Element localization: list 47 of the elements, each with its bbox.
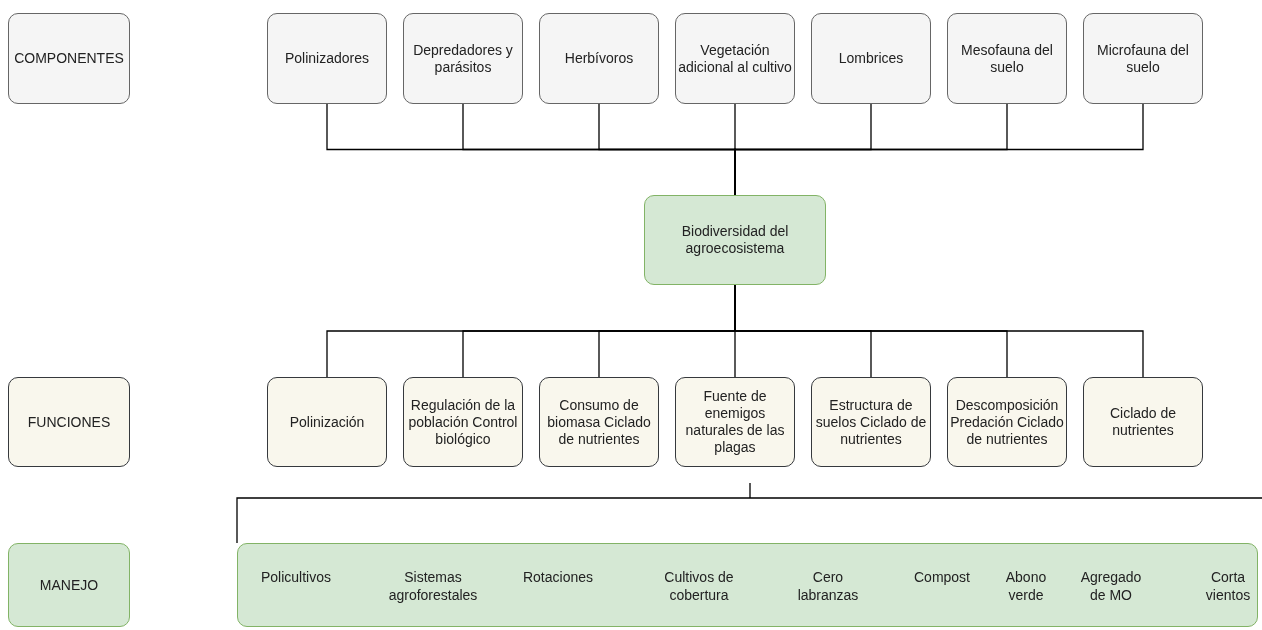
node-label: Microfauna del suelo	[1096, 41, 1190, 76]
node-label: Depredadores y parásitos	[412, 41, 514, 76]
component-box	[947, 13, 1067, 104]
function-box	[675, 377, 795, 467]
practice-label: Cero labranzas	[796, 568, 860, 604]
row-label-box	[8, 543, 130, 627]
node-label: Descomposición Predación Ciclado de nutrientes	[949, 396, 1065, 448]
component-box	[1083, 13, 1203, 104]
practice-label: Rotaciones	[521, 568, 594, 586]
node-label: Polinización	[288, 413, 366, 431]
component-box	[811, 13, 931, 104]
function-box	[539, 377, 659, 467]
node-label: FUNCIONES	[26, 413, 112, 431]
practice-label: Policultivos	[260, 568, 332, 586]
practice-label: Sistemas agroforestales	[387, 568, 479, 604]
node-label: Estructura de suelos Ciclado de nutrientes	[814, 396, 928, 448]
node-label: COMPONENTES	[13, 50, 125, 67]
node-label: MANEJO	[38, 576, 100, 594]
node-label: Ciclado de nutrientes	[1108, 405, 1178, 439]
function-box	[947, 377, 1067, 467]
practice-label: Corta vientos	[1204, 568, 1252, 604]
node-label: Biodiversidad del agroecosistema	[680, 223, 790, 257]
node-label: Regulación de la población Control biológico	[407, 396, 519, 448]
practices-box	[237, 543, 1258, 627]
node-label: Lombrices	[837, 50, 905, 67]
practice-label: Cultivos de cobertura	[663, 568, 735, 604]
function-box	[1083, 377, 1203, 467]
practice-label: Agregado de MO	[1079, 568, 1143, 604]
bracket-line	[236, 482, 1262, 544]
practice-label: Abono verde	[1004, 568, 1048, 604]
node-label: Consumo de biomasa Ciclado de nutrientes	[546, 396, 652, 448]
node-label: Fuente de enemigos naturales de las plagas	[684, 388, 786, 456]
node-label: Herbívoros	[563, 50, 635, 67]
node-label: Vegetación adicional al cultivo	[677, 41, 793, 76]
function-box	[811, 377, 931, 467]
component-box	[403, 13, 523, 104]
component-box	[539, 13, 659, 104]
hub-box	[644, 195, 826, 285]
component-box	[267, 13, 387, 104]
node-label: Mesofauna del suelo	[960, 41, 1054, 76]
node-label: Polinizadores	[283, 50, 371, 67]
row-label-box	[8, 377, 130, 467]
row-label-box	[8, 13, 130, 104]
function-box	[403, 377, 523, 467]
practice-label: Compost	[913, 568, 971, 586]
function-box	[267, 377, 387, 467]
component-box	[675, 13, 795, 104]
